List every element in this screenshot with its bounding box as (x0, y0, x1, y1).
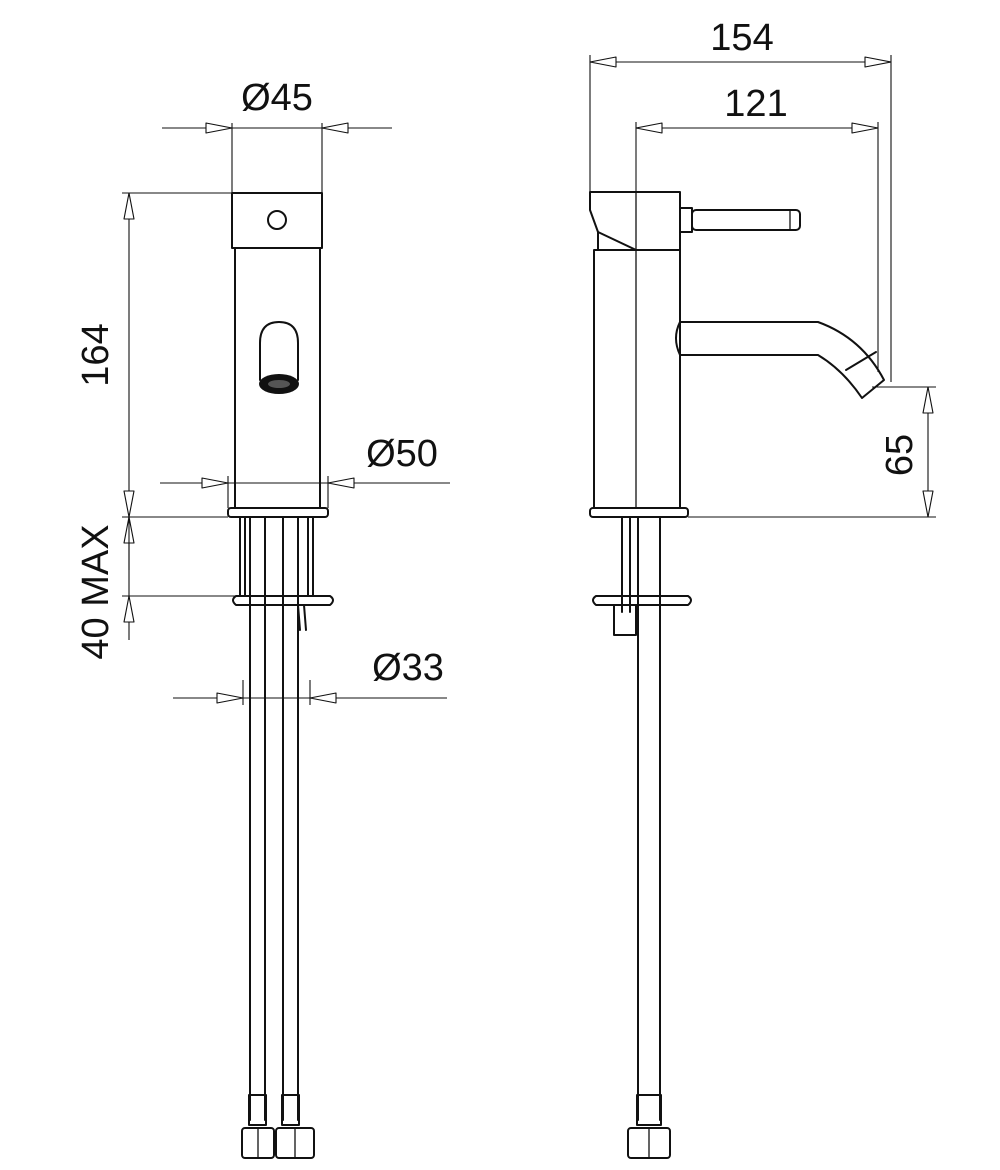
front-hose-nut-right (275, 1127, 315, 1159)
front-spout-outlet (259, 321, 299, 381)
front-fixing-plate (232, 595, 334, 606)
side-hose-ferrule (636, 1094, 662, 1126)
side-base-flange (589, 507, 689, 518)
front-hose-ferrule-right (281, 1094, 300, 1126)
dimension-front-mount: 40 MAX (75, 516, 236, 660)
front-hose-ferrule-left (248, 1094, 267, 1126)
side-fixing-nut (613, 604, 637, 636)
front-plate-pin (303, 604, 307, 631)
label-front-width: Ø45 (241, 77, 313, 119)
label-side-height: 65 (879, 434, 921, 476)
label-front-height: 164 (75, 323, 117, 386)
side-lever-collar (679, 207, 693, 233)
front-handle-block (231, 192, 323, 249)
front-flexible-hoses (249, 516, 299, 1121)
side-body (593, 249, 681, 509)
dimension-front-shank: Ø33 (173, 647, 447, 705)
front-view: Ø45 164 Ø50 40 MAX (75, 77, 450, 1159)
side-hose-nut (627, 1127, 671, 1159)
label-side-reach: 121 (724, 83, 787, 125)
front-hose-nut-left (241, 1127, 275, 1159)
front-handle-hole (267, 210, 287, 230)
side-fixing-plate (592, 595, 692, 606)
dimension-side-depth: 154 (589, 17, 892, 382)
label-side-depth: 154 (710, 17, 773, 59)
front-base-flange (227, 507, 329, 518)
side-spout (679, 321, 885, 399)
side-lever-arm (691, 209, 801, 231)
label-front-shank: Ø33 (372, 647, 444, 689)
front-spout-opening-inner (268, 380, 290, 388)
side-spout-nose (675, 321, 681, 356)
label-front-mount: 40 MAX (75, 524, 117, 659)
dimension-front-height: 164 (75, 192, 232, 518)
front-threaded-rods (239, 516, 314, 596)
dimension-front-base: Ø50 (160, 433, 450, 508)
side-spout-ring (845, 351, 877, 371)
side-view: 154 121 65 (589, 17, 936, 1159)
side-handle-cap (589, 191, 681, 251)
dimension-side-height: 65 (688, 386, 936, 518)
label-front-base: Ø50 (366, 433, 438, 475)
dimension-side-reach: 121 (635, 83, 879, 372)
dimension-front-width: Ø45 (162, 77, 392, 193)
